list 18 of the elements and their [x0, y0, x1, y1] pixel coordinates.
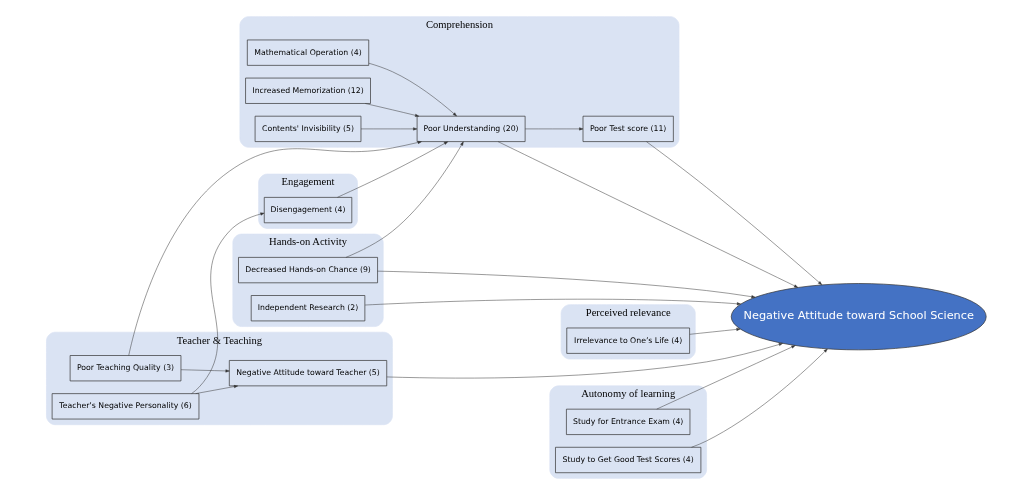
arrow	[645, 141, 822, 285]
arrow	[364, 298, 741, 306]
arrow	[376, 270, 755, 299]
arrow	[128, 141, 422, 356]
arrow	[524, 127, 583, 131]
arrow	[345, 141, 464, 258]
arrow	[190, 212, 264, 394]
arrow	[690, 348, 828, 448]
arrow	[195, 385, 238, 394]
arrow	[688, 327, 740, 335]
arrow	[386, 343, 783, 379]
arrow	[360, 127, 417, 131]
arrow	[656, 345, 795, 410]
arrow	[180, 369, 230, 373]
arrow	[497, 141, 798, 288]
arrow	[364, 103, 419, 117]
arrow	[336, 141, 448, 198]
arrow	[368, 62, 457, 117]
